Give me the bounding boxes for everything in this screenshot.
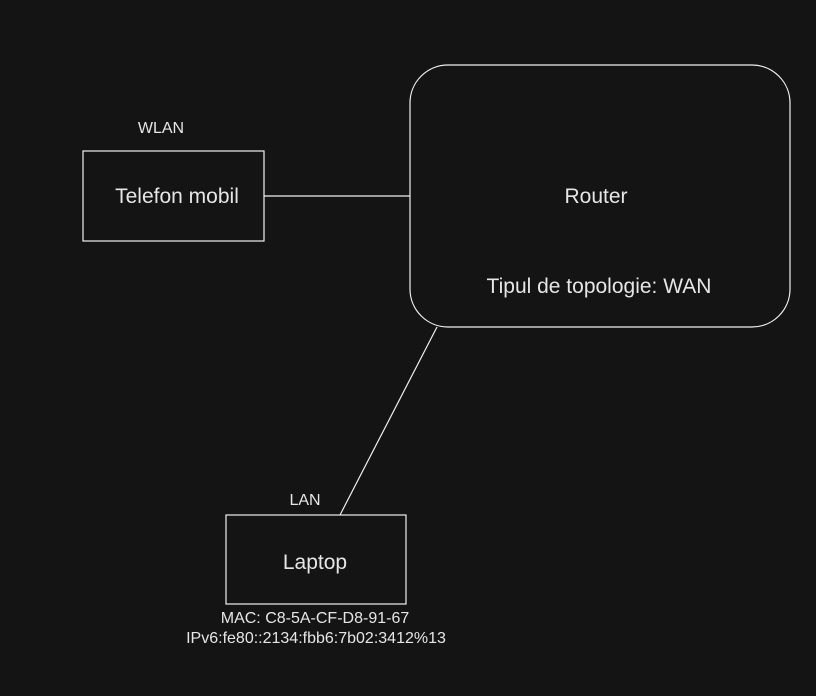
router-topology-label: Tipul de topologie: WAN xyxy=(487,275,712,298)
phone-node-label: Telefon mobil xyxy=(115,185,239,208)
router-node-box[interactable] xyxy=(409,64,791,328)
router-node[interactable]: Router Tipul de topologie: WAN xyxy=(409,64,791,328)
laptop-node-box[interactable] xyxy=(225,514,407,605)
phone-connection-type: WLAN xyxy=(138,120,184,137)
phone-node-box[interactable] xyxy=(82,150,265,242)
router-node-label: Router xyxy=(564,185,627,208)
laptop-mac-address: MAC: C8-5A-CF-D8-91-67 xyxy=(221,610,410,627)
laptop-node-label: Laptop xyxy=(283,551,347,574)
edge-router-laptop[interactable] xyxy=(339,326,438,516)
laptop-connection-type: LAN xyxy=(289,492,320,509)
laptop-node[interactable]: Laptop xyxy=(225,514,407,605)
laptop-ipv6-address: IPv6:fe80::2134:fbb6:7b02:3412%13 xyxy=(186,630,446,647)
phone-node[interactable]: Telefon mobil xyxy=(82,150,265,242)
